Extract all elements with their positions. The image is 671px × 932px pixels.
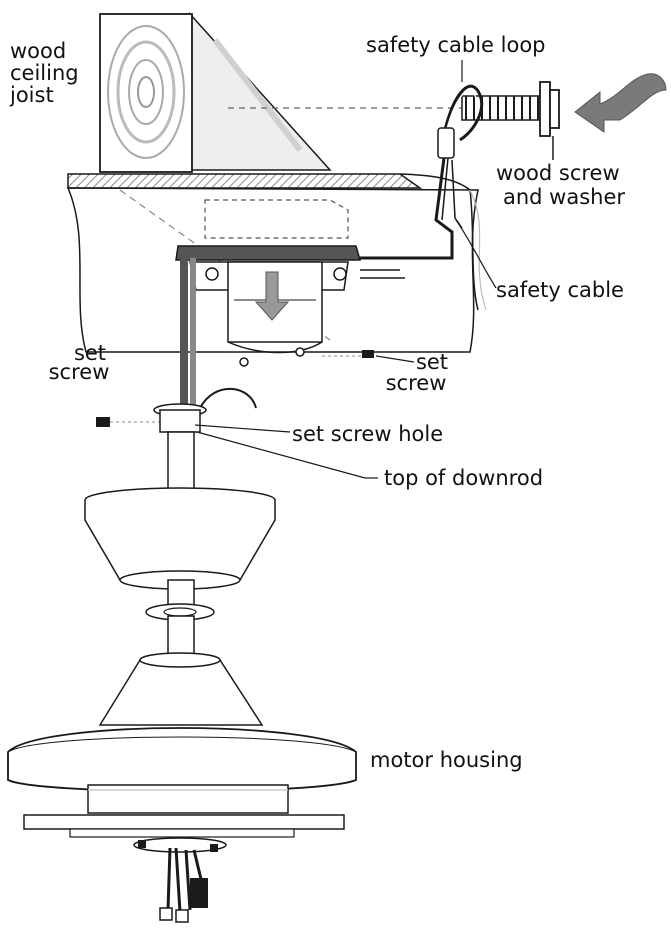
label-wood-ceiling-joist-3: joist <box>10 83 54 107</box>
install-direction-arrow <box>574 73 667 133</box>
mounting-bracket <box>175 245 405 367</box>
canopy <box>84 487 276 657</box>
label-set-screw-left-1: set <box>73 341 107 365</box>
motor-housing <box>7 652 357 853</box>
downrod-top <box>96 403 378 495</box>
label-safety-cable: safety cable <box>496 278 624 302</box>
label-wood-screw-1: wood screw <box>496 161 620 185</box>
label-wood-ceiling-joist-2: ceiling <box>10 61 79 85</box>
label-top-of-downrod: top of downrod <box>384 466 544 490</box>
label-motor-housing: motor housing <box>370 748 523 772</box>
safety-cable <box>360 84 484 260</box>
leader-lines <box>375 60 497 363</box>
label-set-screw-hole: set screw hole <box>292 422 444 446</box>
bottom-wires <box>159 847 208 923</box>
label-wood-ceiling-joist-1: wood <box>10 39 67 63</box>
wood-screw <box>461 81 560 160</box>
label-safety-cable-loop: safety cable loop <box>366 33 546 57</box>
wood-ceiling-joist <box>99 12 540 173</box>
fan-wires <box>180 258 257 409</box>
label-set-screw-right-1: set <box>415 350 449 374</box>
label-wood-screw-2: and washer <box>503 185 626 209</box>
label-set-screw-left-2: screw <box>48 360 110 384</box>
label-set-screw-right-2: screw <box>385 371 447 395</box>
